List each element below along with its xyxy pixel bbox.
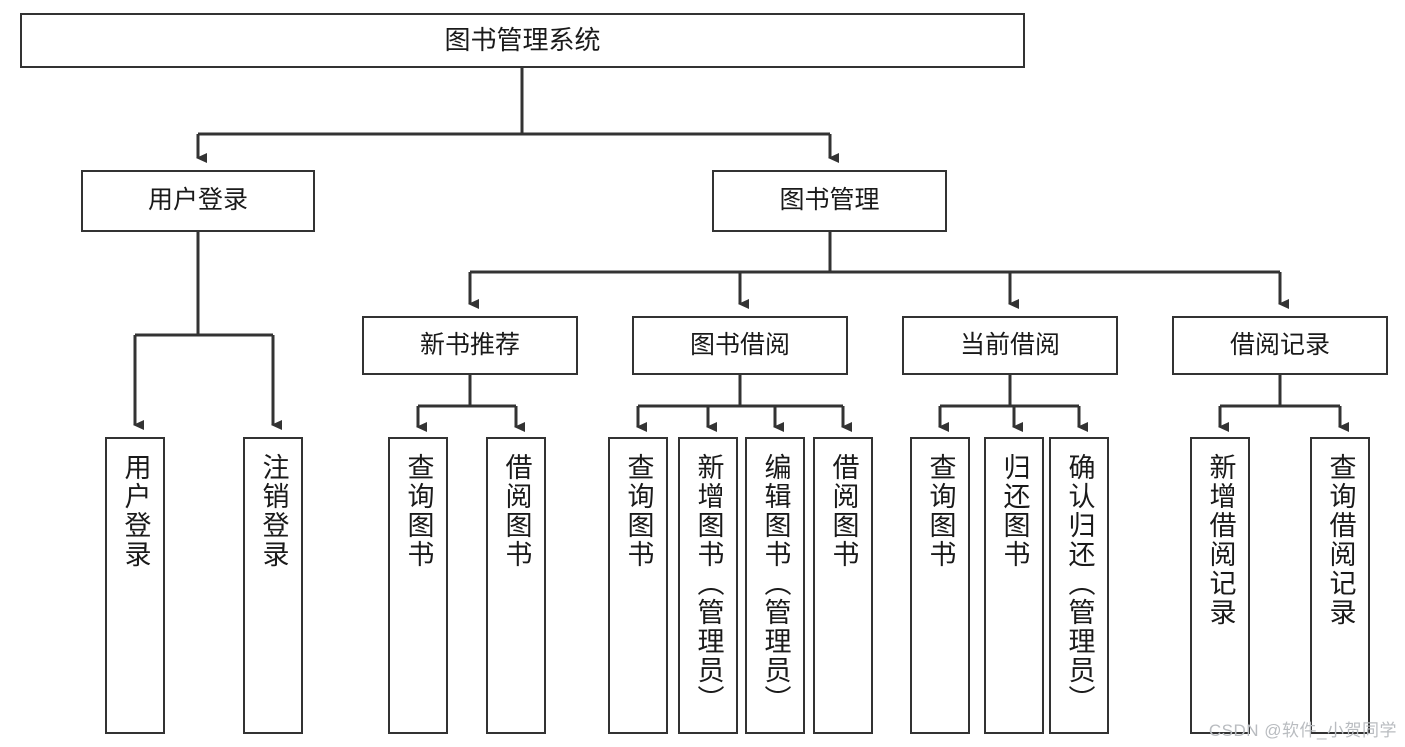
watermark: CSDN @软件_小贺同学 (1208, 721, 1397, 740)
node-leaf-add-book-label: 新增图书（管理员） (693, 453, 724, 714)
node-leaf-user-logout[interactable]: 注销登录 (243, 437, 303, 734)
node-book-manage[interactable]: 图书管理 (712, 170, 947, 232)
node-leaf-query-book-rec-label: 查询图书 (403, 453, 434, 569)
node-leaf-query-book-borrow-label: 查询图书 (623, 453, 654, 569)
node-leaf-confirm-return-label: 确认归还（管理员） (1064, 453, 1095, 714)
node-leaf-borrow-book-label: 借阅图书 (828, 453, 859, 569)
node-leaf-query-book-rec[interactable]: 查询图书 (388, 437, 448, 734)
node-book-borrow-label: 图书借阅 (689, 330, 790, 359)
node-leaf-user-login-label: 用户登录 (120, 453, 151, 569)
node-current-borrow[interactable]: 当前借阅 (902, 316, 1118, 375)
node-leaf-user-logout-label: 注销登录 (258, 453, 289, 569)
node-leaf-borrow-book[interactable]: 借阅图书 (813, 437, 873, 734)
node-leaf-edit-book-label: 编辑图书（管理员） (760, 453, 791, 714)
node-leaf-query-book-cur[interactable]: 查询图书 (910, 437, 970, 734)
node-leaf-borrow-book-rec-label: 借阅图书 (501, 453, 532, 569)
node-leaf-return-book-label: 归还图书 (999, 453, 1030, 569)
node-leaf-query-book-cur-label: 查询图书 (925, 453, 956, 569)
node-leaf-add-book[interactable]: 新增图书（管理员） (678, 437, 738, 734)
node-new-book-rec-label: 新书推荐 (419, 330, 520, 359)
node-borrow-record-label: 借阅记录 (1229, 330, 1330, 359)
node-leaf-add-record-label: 新增借阅记录 (1205, 453, 1236, 627)
node-leaf-confirm-return[interactable]: 确认归还（管理员） (1049, 437, 1109, 734)
node-book-borrow[interactable]: 图书借阅 (632, 316, 848, 375)
node-leaf-query-record[interactable]: 查询借阅记录 (1310, 437, 1370, 734)
node-borrow-record[interactable]: 借阅记录 (1172, 316, 1388, 375)
node-leaf-query-book-borrow[interactable]: 查询图书 (608, 437, 668, 734)
node-user-login[interactable]: 用户登录 (81, 170, 315, 232)
node-leaf-edit-book[interactable]: 编辑图书（管理员） (745, 437, 805, 734)
node-leaf-borrow-book-rec[interactable]: 借阅图书 (486, 437, 546, 734)
node-leaf-add-record[interactable]: 新增借阅记录 (1190, 437, 1250, 734)
node-root[interactable]: 图书管理系统 (20, 13, 1025, 68)
node-leaf-query-record-label: 查询借阅记录 (1325, 453, 1356, 627)
node-book-manage-label: 图书管理 (779, 186, 880, 215)
node-leaf-return-book[interactable]: 归还图书 (984, 437, 1044, 734)
node-leaf-user-login[interactable]: 用户登录 (105, 437, 165, 734)
node-user-login-label: 用户登录 (147, 186, 248, 215)
node-new-book-rec[interactable]: 新书推荐 (362, 316, 578, 375)
node-root-label: 图书管理系统 (444, 25, 601, 56)
node-current-borrow-label: 当前借阅 (959, 330, 1060, 359)
